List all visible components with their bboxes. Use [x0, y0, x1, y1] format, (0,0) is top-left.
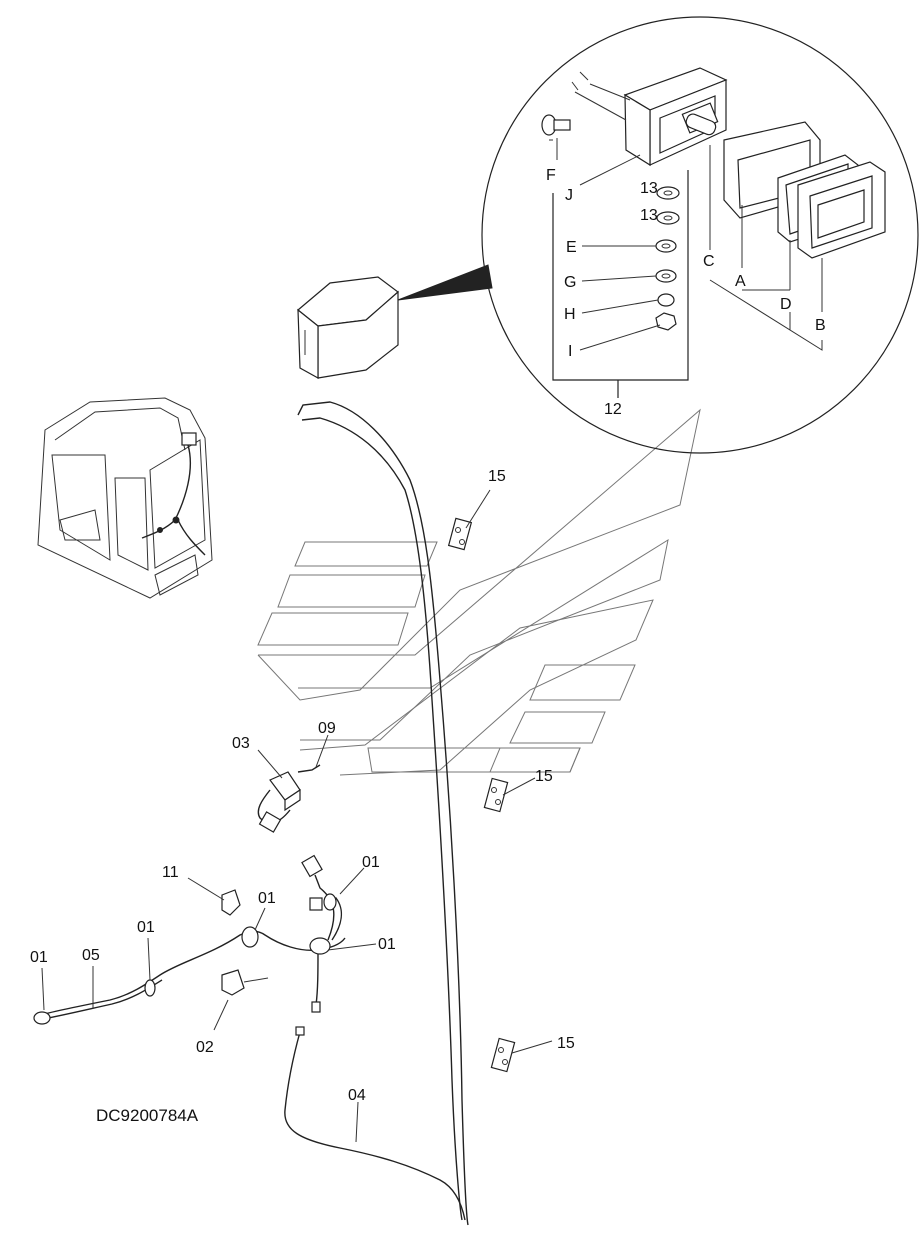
label-01-center: 01 — [258, 890, 276, 907]
sub-harness-05 — [33, 854, 346, 1025]
label-11: 11 — [162, 864, 179, 881]
callout-I: I — [568, 343, 572, 360]
callout-E: E — [566, 239, 577, 256]
callout-D: D — [780, 296, 792, 313]
main-wire-harness — [284, 401, 469, 1226]
work-lamp-assembly — [297, 276, 399, 380]
connector-02 — [213, 969, 269, 1031]
callout-J: J — [565, 187, 573, 204]
label-03: 03 — [232, 735, 250, 752]
label-01-right-top: 01 — [362, 854, 380, 871]
clip-15-top — [447, 489, 491, 551]
part-labels: 15 15 15 03 09 11 01 01 01 01 01 05 02 0… — [30, 468, 575, 1104]
clip-15-middle — [483, 777, 536, 813]
callout-13-second: 13 — [640, 207, 658, 224]
callout-C: C — [703, 253, 715, 270]
watermark-logo — [257, 408, 701, 776]
clip-15-bottom — [490, 1037, 553, 1073]
label-15-middle: 15 — [535, 768, 553, 785]
label-04: 04 — [348, 1087, 366, 1104]
callout-B: B — [815, 317, 826, 334]
drawing-code: DC9200784A — [96, 1106, 199, 1125]
callout-H: H — [564, 306, 576, 323]
label-02: 02 — [196, 1039, 214, 1056]
bulb — [685, 113, 717, 136]
label-09: 09 — [318, 720, 336, 737]
label-01-far-left: 01 — [30, 949, 48, 966]
lamp-housing — [571, 67, 728, 167]
callout-13-top: 13 — [640, 180, 658, 197]
cab-illustration — [37, 397, 213, 599]
callout-A: A — [735, 273, 746, 290]
callout-G: G — [564, 274, 576, 291]
washer-stack — [655, 186, 680, 331]
callout-F: F — [546, 167, 556, 184]
label-15-bottom: 15 — [557, 1035, 575, 1052]
wire-09 — [297, 734, 329, 773]
label-05: 05 — [82, 947, 100, 964]
callout-12: 12 — [604, 401, 622, 418]
label-01-right: 01 — [378, 936, 396, 953]
screw — [541, 114, 571, 136]
detail-circle: F J 13 13 E G H I C A D B 12 — [397, 16, 919, 454]
bezel — [797, 161, 886, 259]
label-01-left: 01 — [137, 919, 155, 936]
label-15-top: 15 — [488, 468, 506, 485]
switch-03 — [257, 749, 301, 833]
leader-lines — [41, 867, 377, 1143]
connector-11 — [187, 877, 241, 916]
